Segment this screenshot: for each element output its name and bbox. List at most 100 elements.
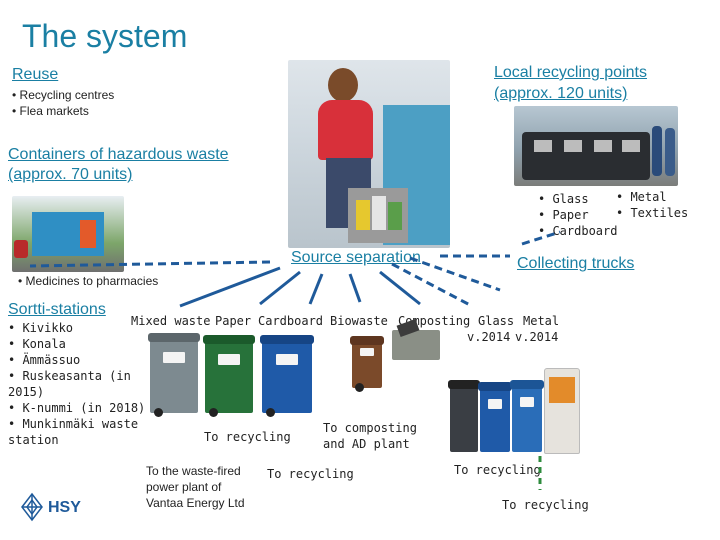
reuse-item: • Recycling centres <box>12 88 115 102</box>
hazardous-heading-line1: Containers of hazardous waste <box>8 146 229 163</box>
sortti-item: • Konala <box>8 337 66 351</box>
person-head-shape <box>328 68 358 102</box>
yellow-bag-shape <box>356 200 370 230</box>
collecting-trucks-label[interactable]: Collecting trucks <box>517 255 635 272</box>
dashed-arrow-to-glass <box>391 262 471 307</box>
bin-label <box>218 353 240 365</box>
cardboard-bin <box>260 335 314 417</box>
bin-wheel <box>154 408 163 417</box>
local-recycling-heading-line1: Local recycling points <box>494 64 647 81</box>
sortti-item: 2015) <box>8 385 45 399</box>
destination-recycling-4: To recycling <box>502 498 589 512</box>
dashed-arrow-to-medicines <box>29 260 271 268</box>
page-title: The system <box>22 18 188 54</box>
sortti-item: station <box>8 433 59 447</box>
kitchen-sorting-photo <box>288 60 450 248</box>
reuse-heading[interactable]: Reuse <box>12 66 59 83</box>
dashed-arrow-to-metal <box>409 256 501 292</box>
category-metal: Metal <box>523 314 560 328</box>
recycling-point-photo <box>514 106 678 186</box>
bin-wheel <box>355 383 364 392</box>
arrow-to-cardboard <box>308 273 324 305</box>
person-shirt-shape <box>318 100 373 160</box>
green-bag-shape <box>388 202 402 230</box>
sortti-item: • Ruskeasanta (in <box>8 369 131 383</box>
composting-line2: and AD plant <box>323 437 410 451</box>
bin-wheel <box>209 408 218 417</box>
category-metal-year: v.2014 <box>515 330 559 344</box>
bin-label <box>520 397 534 408</box>
sortti-stations-heading[interactable]: Sortti-stations <box>8 301 106 318</box>
bin-lid <box>350 336 384 345</box>
material-item: • Paper <box>538 208 589 222</box>
metal-bin-2 <box>510 380 544 452</box>
container-slot <box>564 140 582 152</box>
glass-bin <box>448 380 480 452</box>
person-shape <box>665 128 675 176</box>
category-glass-year: v.2014 <box>467 330 511 344</box>
waste-fired-line2: power plant of <box>146 480 222 494</box>
category-glass: Glass <box>478 314 515 328</box>
arrow-to-biowaste <box>348 273 362 303</box>
bin-lid <box>260 335 314 344</box>
material-item: • Cardboard <box>538 224 618 238</box>
bin-lid <box>478 382 512 391</box>
destination-waste-fired: To the waste-fired power plant of Vantaa… <box>146 463 245 511</box>
waste-fired-line3: Vantaa Energy Ltd <box>146 496 245 510</box>
logo-text: HSY <box>48 499 81 516</box>
destination-composting: To composting and AD plant <box>323 420 417 452</box>
material-item: • Textiles <box>616 206 689 220</box>
white-bag-shape <box>372 196 386 230</box>
bin-label <box>163 352 185 364</box>
arrow-to-paper <box>259 270 301 306</box>
local-recycling-heading[interactable]: Local recycling points (approx. 120 unit… <box>494 62 647 104</box>
dashed-arrow-to-materials <box>521 230 561 246</box>
destination-recycling-2: To recycling <box>267 467 354 481</box>
reuse-item: • Flea markets <box>12 104 89 118</box>
sortti-item: • Ämmässuo <box>8 353 81 367</box>
composter <box>392 318 440 360</box>
container-slot <box>622 140 640 152</box>
material-item: • Metal <box>616 190 667 204</box>
bin-lid <box>203 335 255 344</box>
material-item: • Glass <box>538 192 589 206</box>
metal-bin <box>478 382 512 452</box>
bin-lid <box>448 380 480 389</box>
arrow-to-mixed <box>179 266 281 308</box>
mixed-waste-bin <box>148 333 200 417</box>
sortti-item: • Munkinmäki waste <box>8 417 139 431</box>
car-shape <box>14 240 28 258</box>
warning-panel <box>80 220 96 248</box>
sortti-item: • Kivikko <box>8 321 74 335</box>
local-recycling-heading-line2: (approx. 120 units) <box>494 85 628 102</box>
textile-bin-sign <box>549 377 575 403</box>
bin-lid <box>510 380 544 389</box>
textile-bin <box>544 368 580 454</box>
sortti-item: • K-nummi (in 2018) <box>8 401 146 415</box>
source-separation-label[interactable]: Source separation <box>291 249 421 266</box>
destination-recycling-3: To recycling <box>454 463 541 477</box>
bin-wheel <box>266 408 275 417</box>
composting-line1: To composting <box>323 421 417 435</box>
hazardous-container-photo <box>12 196 124 272</box>
category-paper: Paper <box>215 314 252 328</box>
category-mixed-waste: Mixed waste <box>131 314 211 328</box>
person-shape <box>652 126 662 176</box>
reuse-list: • Recycling centres • Flea markets <box>12 87 114 119</box>
hsy-logo: HSY <box>18 490 88 524</box>
category-cardboard: Cardboard <box>258 314 324 328</box>
medicines-note: • Medicines to pharmacies <box>18 274 159 288</box>
bin-label <box>488 398 502 409</box>
sortti-list: • Kivikko • Konala • Ämmässuo • Ruskeasa… <box>8 320 145 448</box>
destination-recycling-1: To recycling <box>204 430 291 444</box>
hazardous-waste-heading[interactable]: Containers of hazardous waste (approx. 7… <box>8 145 229 185</box>
bin-lid <box>148 333 200 342</box>
bin-label <box>360 348 374 356</box>
paper-bin <box>203 335 255 417</box>
container-slot <box>594 140 612 152</box>
container-slot <box>534 140 552 152</box>
biowaste-bin <box>350 336 384 392</box>
materials-list: • Glass • Paper • Cardboard <box>538 191 617 239</box>
hsy-logo-mark <box>21 492 43 522</box>
